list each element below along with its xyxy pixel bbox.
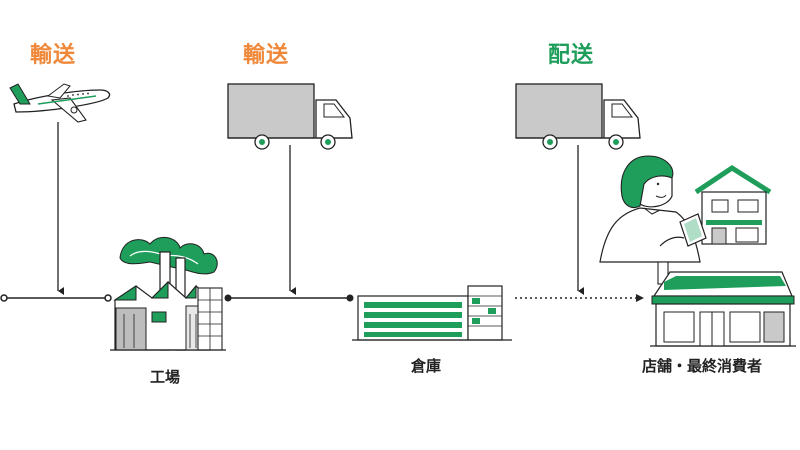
house-icon	[694, 165, 772, 245]
warehouse-icon	[352, 285, 512, 341]
convenience-store-icon	[650, 271, 796, 347]
stage-label-transport-1: 輸送	[30, 43, 77, 68]
truck-icon	[515, 83, 641, 150]
factory-icon	[110, 236, 226, 351]
node-label-store: 店舗・最終消費者	[642, 357, 763, 375]
person-with-tablet-icon	[599, 155, 707, 285]
flow-node-factory-out	[224, 294, 232, 302]
airplane-icon	[9, 83, 111, 123]
node-label-factory: 工場	[150, 368, 181, 386]
node-label-warehouse: 倉庫	[411, 357, 442, 375]
stage-label-delivery: 配送	[548, 43, 595, 68]
flow-node-factory-in	[104, 294, 112, 302]
truck-icon	[227, 83, 353, 150]
stage-label-transport-2: 輸送	[243, 43, 290, 68]
arrow-right-icon	[636, 294, 644, 302]
flow-node-warehouse-in	[346, 294, 354, 302]
flow-node-start	[0, 294, 8, 302]
